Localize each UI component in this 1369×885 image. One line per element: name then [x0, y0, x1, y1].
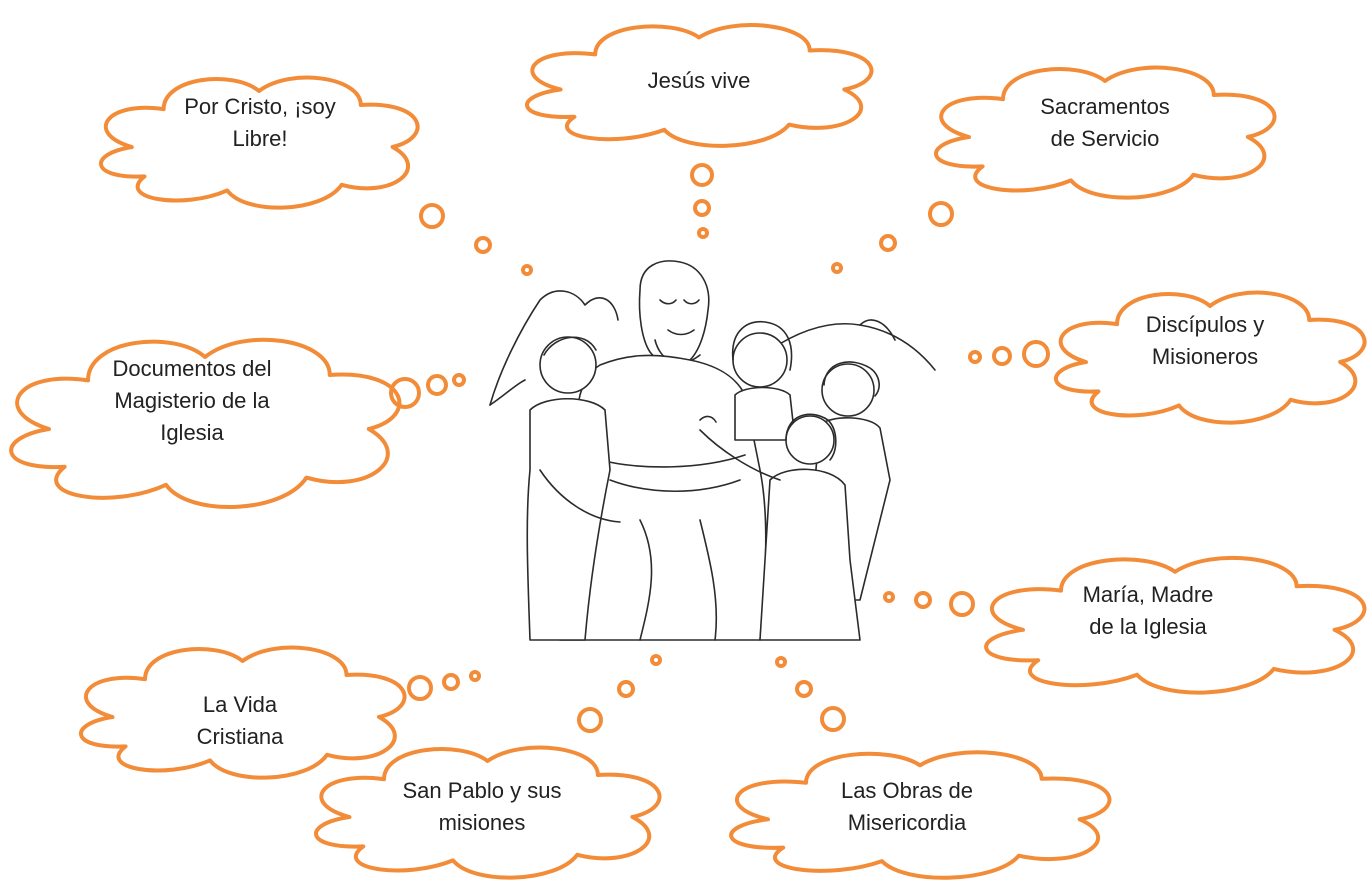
connector-dot: [521, 264, 533, 276]
cloud-shape: [729, 750, 1112, 880]
connector-dot: [968, 350, 982, 364]
cloud-shape: [314, 745, 662, 880]
connector-dot: [617, 680, 635, 698]
connector-dot: [577, 707, 603, 733]
connector-dot: [407, 675, 433, 701]
cloud-label-line: Libre!: [232, 126, 287, 151]
connector-dot: [949, 591, 975, 617]
connector-dot: [820, 706, 846, 732]
cloud-label-line: Cristiana: [197, 724, 285, 749]
cloud-label-line: Por Cristo, ¡soy: [184, 94, 336, 119]
connector-dot: [426, 374, 448, 396]
cloud-label-line: Misioneros: [1152, 344, 1258, 369]
cloud-sacramentos: Sacramentos de Servicio: [934, 65, 1277, 200]
connector-dots: [389, 163, 1050, 733]
cloud-label-line: Iglesia: [160, 420, 224, 445]
cloud-label-line: La Vida: [203, 692, 278, 717]
cloud-label-line: Discípulos y: [1146, 312, 1265, 337]
cloud-shape: [1054, 290, 1367, 425]
connector-dot: [914, 591, 932, 609]
connector-dot: [775, 656, 787, 668]
cloud-label-line: Sacramentos: [1040, 94, 1170, 119]
connector-dot: [389, 377, 421, 409]
jesus-with-children-illustration: [489, 260, 936, 641]
connector-dot: [452, 373, 466, 387]
cloud-san-pablo: San Pablo y sus misiones: [314, 745, 662, 880]
cloud-label-line: Documentos del: [113, 356, 272, 381]
cloud-maria: María, Madre de la Iglesia: [984, 555, 1367, 695]
cloud-shape: [79, 645, 407, 780]
connector-dot: [697, 227, 709, 239]
connector-dot: [1022, 340, 1050, 368]
connector-dot: [928, 201, 954, 227]
connector-dot: [883, 591, 895, 603]
cloud-label-line: Misericordia: [848, 810, 967, 835]
connector-dot: [650, 654, 662, 666]
cloud-shape: [9, 337, 402, 509]
connector-dot: [693, 199, 711, 217]
connector-dot: [992, 346, 1012, 366]
connector-dot: [442, 673, 460, 691]
connector-dot: [795, 680, 813, 698]
cloud-shape: [525, 23, 874, 148]
connector-dot: [474, 236, 492, 254]
connector-dot: [419, 203, 445, 229]
cloud-label-line: Las Obras de: [841, 778, 973, 803]
cloud-label-line: Jesús vive: [648, 68, 751, 93]
cloud-discipulos: Discípulos y Misioneros: [1054, 290, 1367, 425]
cloud-label-line: Magisterio de la: [114, 388, 270, 413]
cloud-label-line: de la Iglesia: [1089, 614, 1207, 639]
cloud-label-line: María, Madre: [1083, 582, 1214, 607]
connector-dot: [469, 670, 481, 682]
connector-dot: [690, 163, 714, 187]
connector-dot: [831, 262, 843, 274]
cloud-label-line: misiones: [439, 810, 526, 835]
cloud-shape: [934, 65, 1277, 200]
cloud-label-line: de Servicio: [1051, 126, 1160, 151]
cloud-jesus-vive: Jesús vive: [525, 23, 874, 148]
cloud-shape: [99, 75, 420, 210]
cloud-label-line: San Pablo y sus: [403, 778, 562, 803]
connector-dot: [879, 234, 897, 252]
cloud-obras: Las Obras de Misericordia: [729, 750, 1112, 880]
cloud-shape: [984, 555, 1367, 695]
